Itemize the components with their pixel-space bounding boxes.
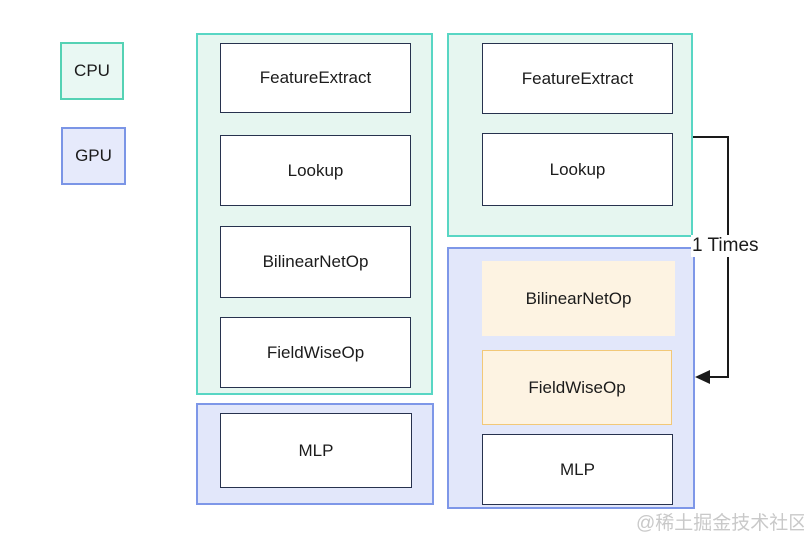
left-pipeline-cpu-group: FeatureExtract Lookup BilinearNetOp Fiel… <box>196 33 433 395</box>
right-fieldwiseop-box: FieldWiseOp <box>482 350 672 425</box>
legend-cpu-label: CPU <box>74 61 110 80</box>
right-lookup-label: Lookup <box>549 159 606 179</box>
left-lookup-box: Lookup <box>220 135 411 206</box>
legend-gpu-box: GPU <box>61 127 126 185</box>
left-pipeline-gpu-group: MLP <box>196 403 434 505</box>
right-bilinearnetop-label: BilinearNetOp <box>525 288 632 308</box>
right-pipeline-cpu-group: FeatureExtract Lookup <box>447 33 693 237</box>
legend-cpu-box: CPU <box>60 42 124 100</box>
loop-count-label: 1 Times <box>691 235 760 257</box>
right-fieldwiseop-label: FieldWiseOp <box>528 377 626 397</box>
right-bilinearnetop-box: BilinearNetOp <box>482 261 675 336</box>
left-mlp-label: MLP <box>298 440 334 460</box>
left-fieldwiseop-box: FieldWiseOp <box>220 317 411 388</box>
right-featureextract-label: FeatureExtract <box>521 68 634 88</box>
right-mlp-label: MLP <box>560 459 595 479</box>
left-fieldwiseop-label: FieldWiseOp <box>266 342 365 362</box>
right-mlp-box: MLP <box>482 434 673 505</box>
legend-gpu-label: GPU <box>75 146 112 165</box>
left-mlp-box: MLP <box>220 413 412 488</box>
left-bilinearnetop-label: BilinearNetOp <box>262 252 369 271</box>
left-bilinearnetop-box: BilinearNetOp <box>220 226 411 298</box>
left-featureextract-label: FeatureExtract <box>259 68 372 87</box>
right-featureextract-box: FeatureExtract <box>482 43 673 114</box>
left-lookup-label: Lookup <box>287 160 344 180</box>
right-pipeline-gpu-group: BilinearNetOp FieldWiseOp MLP <box>447 247 695 509</box>
watermark-text: @稀土掘金技术社区 <box>636 513 804 534</box>
right-lookup-box: Lookup <box>482 133 673 206</box>
left-featureextract-box: FeatureExtract <box>220 43 411 113</box>
